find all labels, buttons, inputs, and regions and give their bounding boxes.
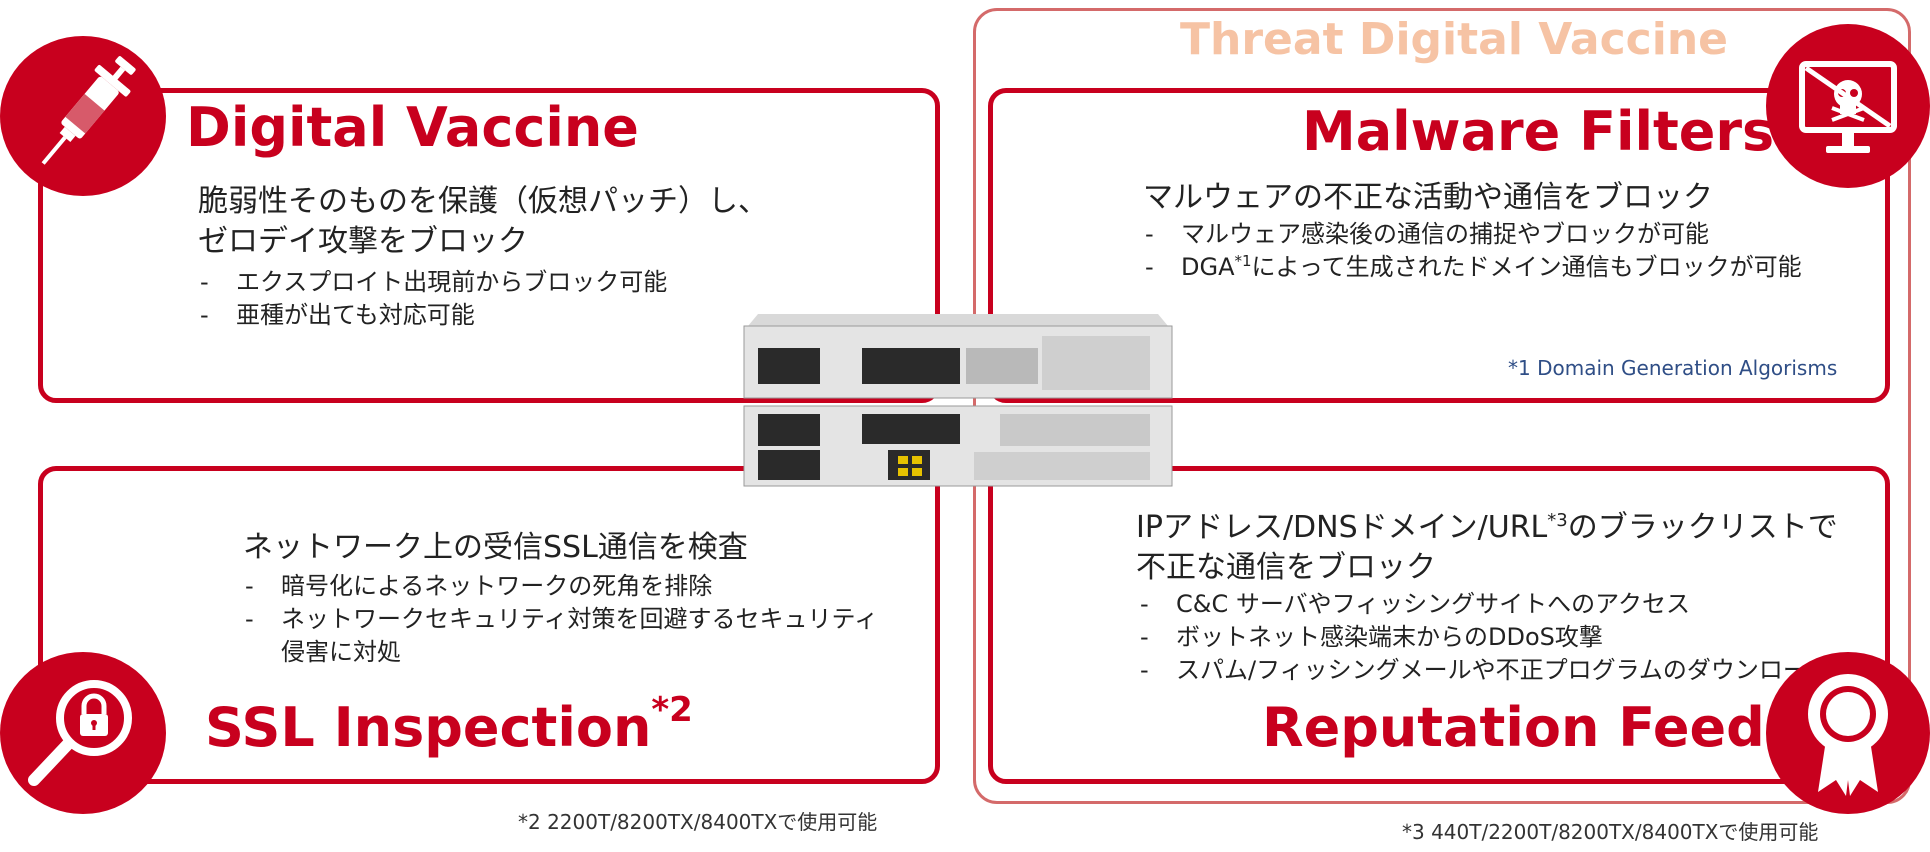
ribbon-award-icon-badge (1766, 652, 1930, 814)
monitor-skull-icon (1799, 61, 1897, 153)
list-item: -暗号化によるネットワークの死角を排除 (245, 572, 713, 600)
threat-dv-label: Threat Digital Vaccine (1180, 14, 1728, 65)
list-item: -DGA*1によって生成されたドメイン通信もブロックが可能 (1145, 252, 1802, 281)
ips-appliance-image (738, 314, 1178, 492)
ribbon-award-icon (1808, 674, 1888, 796)
list-item: -C&C サーバやフィッシングサイトへのアクセス (1140, 590, 1690, 618)
syringe-icon (41, 56, 136, 165)
malware-filters-bullets: -マルウェア感染後の通信の捕捉やブロックが可能 -DGA*1によって生成されたド… (1145, 218, 1802, 284)
ssl-inspection-panel (38, 466, 940, 784)
reputation-feed-bullets: -C&C サーバやフィッシングサイトへのアクセス -ボットネット感染端末からのD… (1140, 588, 1831, 687)
list-item: -ネットワークセキュリティ対策を回避するセキュリティ (245, 605, 879, 633)
malware-filters-title: Malware Filters (1302, 100, 1775, 163)
malware-filters-lead: マルウェアの不正な活動や通信をブロック (1143, 180, 1713, 215)
list-item-continuation: 侵害に対処 (281, 638, 401, 666)
syringe-icon-badge (0, 36, 166, 196)
ssl-inspection-title: SSL Inspection*2 (205, 690, 693, 759)
reputation-feed-panel (988, 466, 1890, 784)
magnifier-lock-icon (28, 680, 132, 786)
reputation-feed-title: Reputation Feed (1262, 696, 1765, 759)
list-item: -エクスプロイト出現前からブロック可能 (200, 268, 668, 296)
magnifier-lock-icon-badge (0, 652, 166, 814)
digital-vaccine-lead-2: ゼロデイ攻撃をブロック (198, 224, 528, 259)
list-item: -亜種が出ても対応可能 (200, 301, 475, 329)
monitor-skull-icon-badge (1766, 24, 1930, 188)
reputation-feed-footnote: *3 440T/2200T/8200TX/8400TXで使用可能 (1402, 820, 1819, 844)
ssl-inspection-lead: ネットワーク上の受信SSL通信を検査 (243, 530, 748, 565)
malware-filters-footnote: *1 Domain Generation Algorisms (1508, 356, 1838, 380)
digital-vaccine-title: Digital Vaccine (186, 96, 639, 159)
digital-vaccine-lead-1: 脆弱性そのものを保護（仮想パッチ）し、 (198, 184, 768, 219)
reputation-feed-lead-2: 不正な通信をブロック (1136, 550, 1436, 585)
list-item: -マルウェア感染後の通信の捕捉やブロックが可能 (1145, 220, 1709, 248)
list-item: -ボットネット感染端末からのDDoS攻撃 (1140, 623, 1603, 651)
digital-vaccine-bullets: -エクスプロイト出現前からブロック可能 -亜種が出ても対応可能 (200, 266, 667, 332)
list-item: -スパム/フィッシングメールや不正プログラムのダウンロード (1140, 656, 1831, 684)
reputation-feed-lead-1: IPアドレス/DNSドメイン/URL*3のブラックリストで (1136, 510, 1838, 545)
ssl-inspection-footnote: *2 2200T/8200TX/8400TXで使用可能 (518, 810, 878, 834)
ssl-inspection-bullets: -暗号化によるネットワークの死角を排除 -ネットワークセキュリティ対策を回避する… (245, 570, 878, 669)
